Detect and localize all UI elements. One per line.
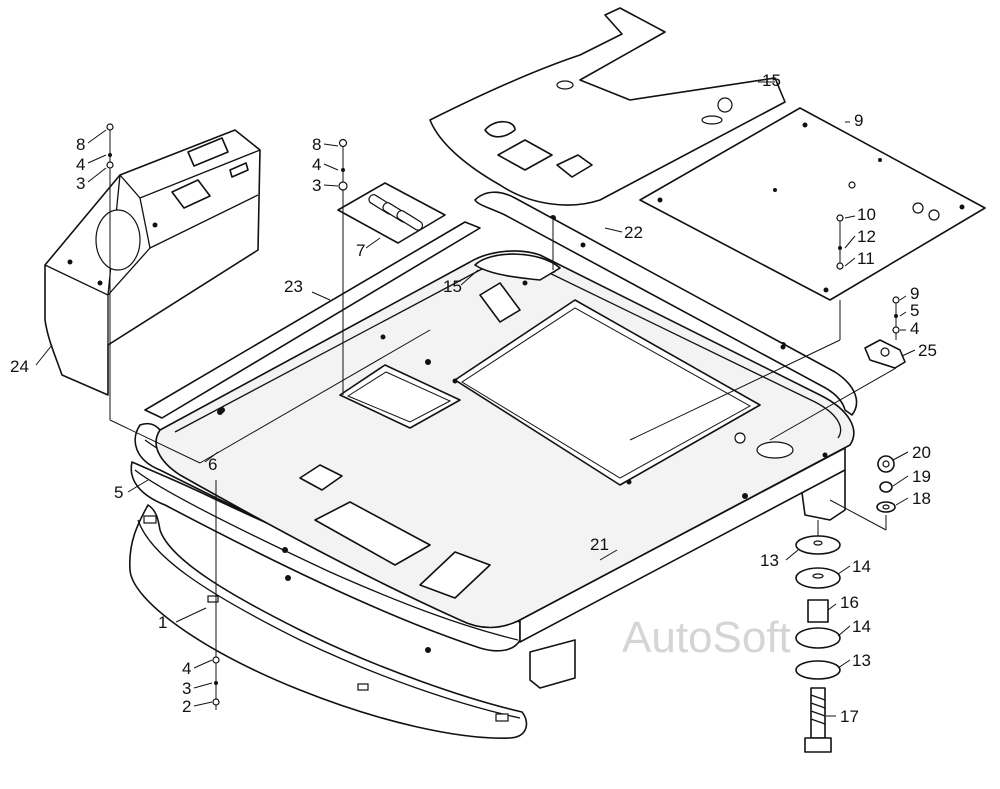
watermark: AutoSoft: [622, 613, 791, 662]
callout-9-bracket: 9: [910, 284, 919, 303]
leader-lines: [35, 81, 916, 717]
callout-4-bracket: 4: [910, 319, 919, 338]
part-24-console-housing: [44, 129, 261, 396]
callout-1: 1: [158, 613, 167, 632]
callout-18: 18: [912, 489, 931, 508]
callout-10: 10: [857, 205, 876, 224]
callout-2: 2: [182, 697, 191, 716]
callout-13-lower: 13: [852, 651, 871, 670]
part-22-right-strip: [474, 191, 858, 416]
part-9-right-plate: [639, 107, 986, 301]
callout-15-mat: 15: [762, 71, 781, 90]
callout-17: 17: [840, 707, 859, 726]
callout-4-front: 4: [182, 659, 191, 678]
callout-7: 7: [356, 241, 365, 260]
callout-3-front: 3: [182, 679, 191, 698]
callout-12: 12: [857, 227, 876, 246]
callout-23: 23: [284, 277, 303, 296]
callout-3-center: 3: [312, 176, 321, 195]
callout-13-upper: 13: [760, 551, 779, 570]
callout-8-center: 8: [312, 135, 321, 154]
callouts: 1 2 3 3 3 4 4 4 4 5 5 6 7 8 8 9 9 10 11 …: [10, 71, 937, 726]
part-23-left-strip: [144, 221, 481, 419]
assembly-lines: [109, 170, 897, 650]
base-frame-legs: [519, 447, 846, 689]
callout-14-upper: 14: [852, 557, 871, 576]
part-7-cover-plate: [337, 182, 446, 244]
callout-14-lower: 14: [852, 617, 871, 636]
callout-15-insert: 15: [443, 277, 462, 296]
fasteners-center-top: [338, 138, 348, 192]
callout-11: 11: [857, 249, 875, 268]
part-15-floor-mat: [429, 7, 786, 206]
part-15-insert: [474, 253, 561, 281]
callout-6: 6: [208, 455, 217, 474]
part-21-main-deck: [155, 215, 855, 653]
callout-19: 19: [912, 467, 931, 486]
callout-4-center: 4: [312, 155, 321, 174]
fasteners-right-plate: [836, 214, 844, 270]
callout-5-bracket: 5: [910, 301, 919, 320]
callout-22: 22: [624, 223, 643, 242]
callout-24: 24: [10, 357, 29, 376]
mount-stack: [795, 455, 896, 753]
callout-5-rail: 5: [114, 483, 123, 502]
callout-21: 21: [590, 535, 609, 554]
callout-3-console: 3: [76, 174, 85, 193]
part-25-bracket: [864, 339, 906, 369]
fasteners-left-top: [106, 123, 114, 170]
callout-9-plate: 9: [854, 111, 863, 130]
fasteners-bracket: [892, 296, 900, 340]
callout-20: 20: [912, 443, 931, 462]
callout-16: 16: [840, 593, 859, 612]
callout-8-console: 8: [76, 135, 85, 154]
callout-4-console: 4: [76, 155, 85, 174]
fasteners-front-bottom: [212, 650, 220, 710]
callout-25: 25: [918, 341, 937, 360]
part-1-front-fairing: [129, 504, 528, 739]
